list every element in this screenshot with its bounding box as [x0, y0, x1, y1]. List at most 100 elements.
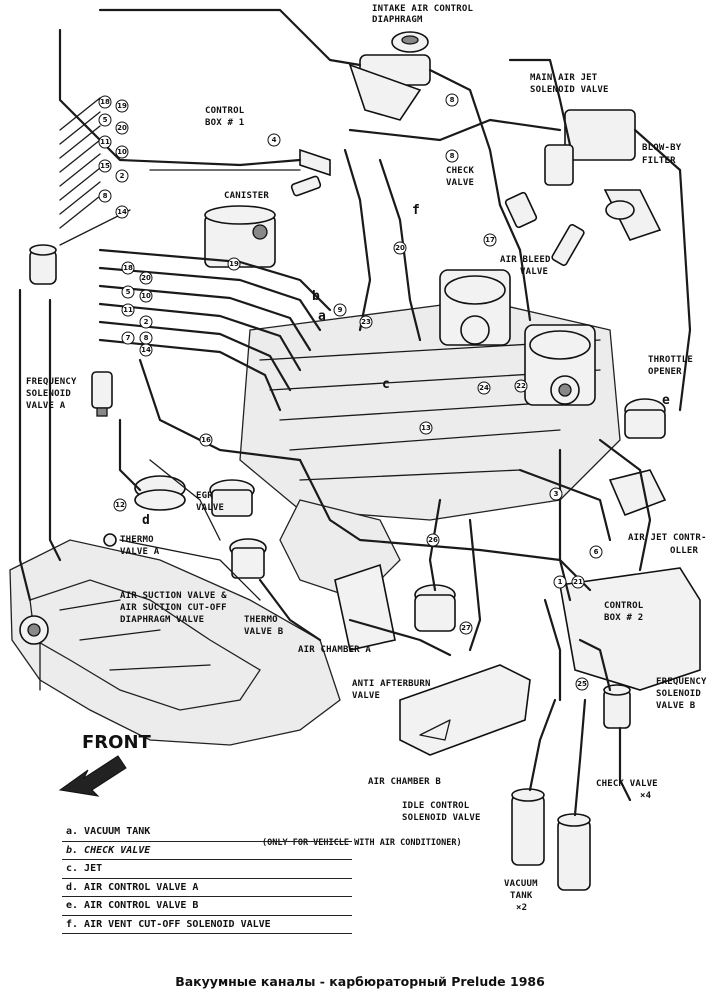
hose-tag: 11 [121, 303, 135, 317]
svg-text:×2: ×2 [516, 903, 527, 913]
air-jet-controller [608, 469, 667, 517]
svg-text:f: f [412, 203, 420, 218]
air-control-valve-d [134, 475, 186, 511]
svg-text:SOLENOID: SOLENOID [656, 689, 701, 699]
svg-text:a: a [318, 309, 326, 324]
label-air-chamber-a: AIR CHAMBER A [298, 645, 371, 655]
legend-item-f: f. AIR VENT CUT-OFF SOLENOID VALVE [62, 916, 352, 934]
label-control-box-1: CONTROL BOX # 1 [205, 106, 245, 128]
label-idle-control-solenoid-valve: IDLE CONTROL SOLENOID VALVE [402, 801, 481, 823]
svg-text:8: 8 [450, 152, 455, 160]
svg-text:AIR CHAMBER B: AIR CHAMBER B [368, 777, 441, 787]
svg-text:CHECK VALVE: CHECK VALVE [596, 779, 658, 789]
control-box-2 [559, 567, 701, 691]
label-control-box-2: CONTROL BOX # 2 [604, 601, 644, 623]
svg-text:EGR: EGR [196, 491, 213, 501]
svg-text:2: 2 [120, 172, 125, 180]
hose-tag: 19 [227, 257, 241, 271]
intake-air-control-diaphragm [348, 31, 431, 121]
svg-text:AIR SUCTION CUT-OFF: AIR SUCTION CUT-OFF [120, 603, 227, 613]
svg-text:6: 6 [594, 548, 599, 556]
hose-tag: 10 [115, 145, 129, 159]
hose-tag: 13 [419, 421, 433, 435]
svg-text:2: 2 [144, 318, 149, 326]
blow-by-filter [564, 109, 662, 241]
legend-item-d: d. AIR CONTROL VALVE A [62, 879, 352, 897]
svg-text:1: 1 [558, 578, 563, 586]
svg-text:c: c [382, 377, 390, 392]
label-canister: CANISTER [224, 191, 269, 201]
svg-text:OLLER: OLLER [670, 546, 698, 556]
svg-text:24: 24 [479, 384, 489, 392]
svg-text:FRONT: FRONT [82, 732, 152, 753]
hose-tag: 2 [139, 315, 153, 329]
svg-text:20: 20 [141, 274, 151, 282]
svg-text:3: 3 [554, 490, 559, 498]
hose-tag: 21 [571, 575, 585, 589]
label-throttle-opener: THROTTLE OPENER [648, 355, 693, 377]
legend-item-e: e. AIR CONTROL VALVE B [62, 897, 352, 916]
letter-callouts: a b c d e f [142, 203, 670, 528]
label-anti-afterburn-valve: ANTI AFTERBURN VALVE [352, 679, 430, 701]
svg-text:IDLE CONTROL: IDLE CONTROL [402, 801, 470, 811]
hose-tag: 22 [514, 379, 528, 393]
hose-tag: 18 [121, 261, 135, 275]
svg-text:CANISTER: CANISTER [224, 191, 269, 201]
svg-text:VALVE: VALVE [196, 503, 224, 513]
svg-text:VALVE B: VALVE B [656, 701, 696, 711]
svg-text:18: 18 [100, 98, 110, 106]
svg-text:BOX # 1: BOX # 1 [205, 118, 244, 128]
svg-text:FREQUENCY: FREQUENCY [656, 677, 707, 687]
svg-text:16: 16 [201, 436, 211, 444]
svg-text:23: 23 [361, 318, 371, 326]
svg-text:VALVE: VALVE [446, 178, 474, 188]
hose-tag: 20 [115, 121, 129, 135]
svg-text:19: 19 [117, 102, 127, 110]
frequency-solenoid-valve-b [603, 684, 631, 729]
svg-text:14: 14 [141, 346, 151, 354]
svg-text:25: 25 [577, 680, 587, 688]
svg-text:14: 14 [117, 208, 127, 216]
svg-text:d: d [142, 513, 150, 528]
hose-tag: 19 [115, 99, 129, 113]
carburetor-rear [524, 324, 596, 406]
label-check-valve-x4: CHECK VALVE ×4 [596, 779, 658, 801]
legend-item-c: c. JET [62, 860, 352, 879]
svg-text:CONTROL: CONTROL [205, 106, 245, 116]
hose-tag: 17 [483, 233, 497, 247]
frequency-solenoid-valve-a-small [29, 244, 57, 285]
legend: a. VACUUM TANK b. CHECK VALVE c. JET d. … [62, 823, 352, 934]
svg-text:FREQUENCY: FREQUENCY [26, 377, 77, 387]
svg-text:SOLENOID VALVE: SOLENOID VALVE [530, 85, 609, 95]
label-main-air-jet-solenoid-valve: MAIN AIR JET SOLENOID VALVE [530, 73, 609, 95]
anti-afterburn-valve [414, 584, 456, 632]
main-air-jet-solenoid-valve [504, 144, 585, 267]
svg-text:SOLENOID VALVE: SOLENOID VALVE [402, 813, 481, 823]
hose-tag: 10 [139, 289, 153, 303]
svg-text:22: 22 [516, 382, 526, 390]
svg-text:AIR SUCTION VALVE &: AIR SUCTION VALVE & [120, 591, 227, 601]
svg-text:13: 13 [421, 424, 431, 432]
label-air-chamber-b: AIR CHAMBER B [368, 777, 441, 787]
svg-text:11: 11 [123, 306, 133, 314]
vacuum-hoses [18, 8, 692, 817]
svg-text:8: 8 [103, 192, 108, 200]
svg-text:MAIN AIR JET: MAIN AIR JET [530, 73, 598, 83]
svg-text:TANK: TANK [510, 891, 533, 901]
label-vacuum-tank-x2: VACUUM TANK ×2 [504, 879, 538, 913]
air-control-valve-e [624, 398, 666, 439]
hose-tag: 20 [139, 271, 153, 285]
svg-text:18: 18 [123, 264, 133, 272]
svg-text:VALVE: VALVE [520, 267, 548, 277]
hose-tag: 8 [445, 149, 459, 163]
svg-text:20: 20 [395, 244, 405, 252]
svg-text:AIR JET CONTR-: AIR JET CONTR- [628, 533, 707, 543]
label-thermo-valve-a: THERMO VALVE A [120, 535, 160, 557]
air-chamber-b [399, 664, 531, 756]
hose-tag: 1 [553, 575, 567, 589]
svg-text:12: 12 [115, 501, 125, 509]
svg-text:20: 20 [117, 124, 127, 132]
front-arrow: FRONT [58, 732, 152, 797]
svg-text:27: 27 [461, 624, 471, 632]
